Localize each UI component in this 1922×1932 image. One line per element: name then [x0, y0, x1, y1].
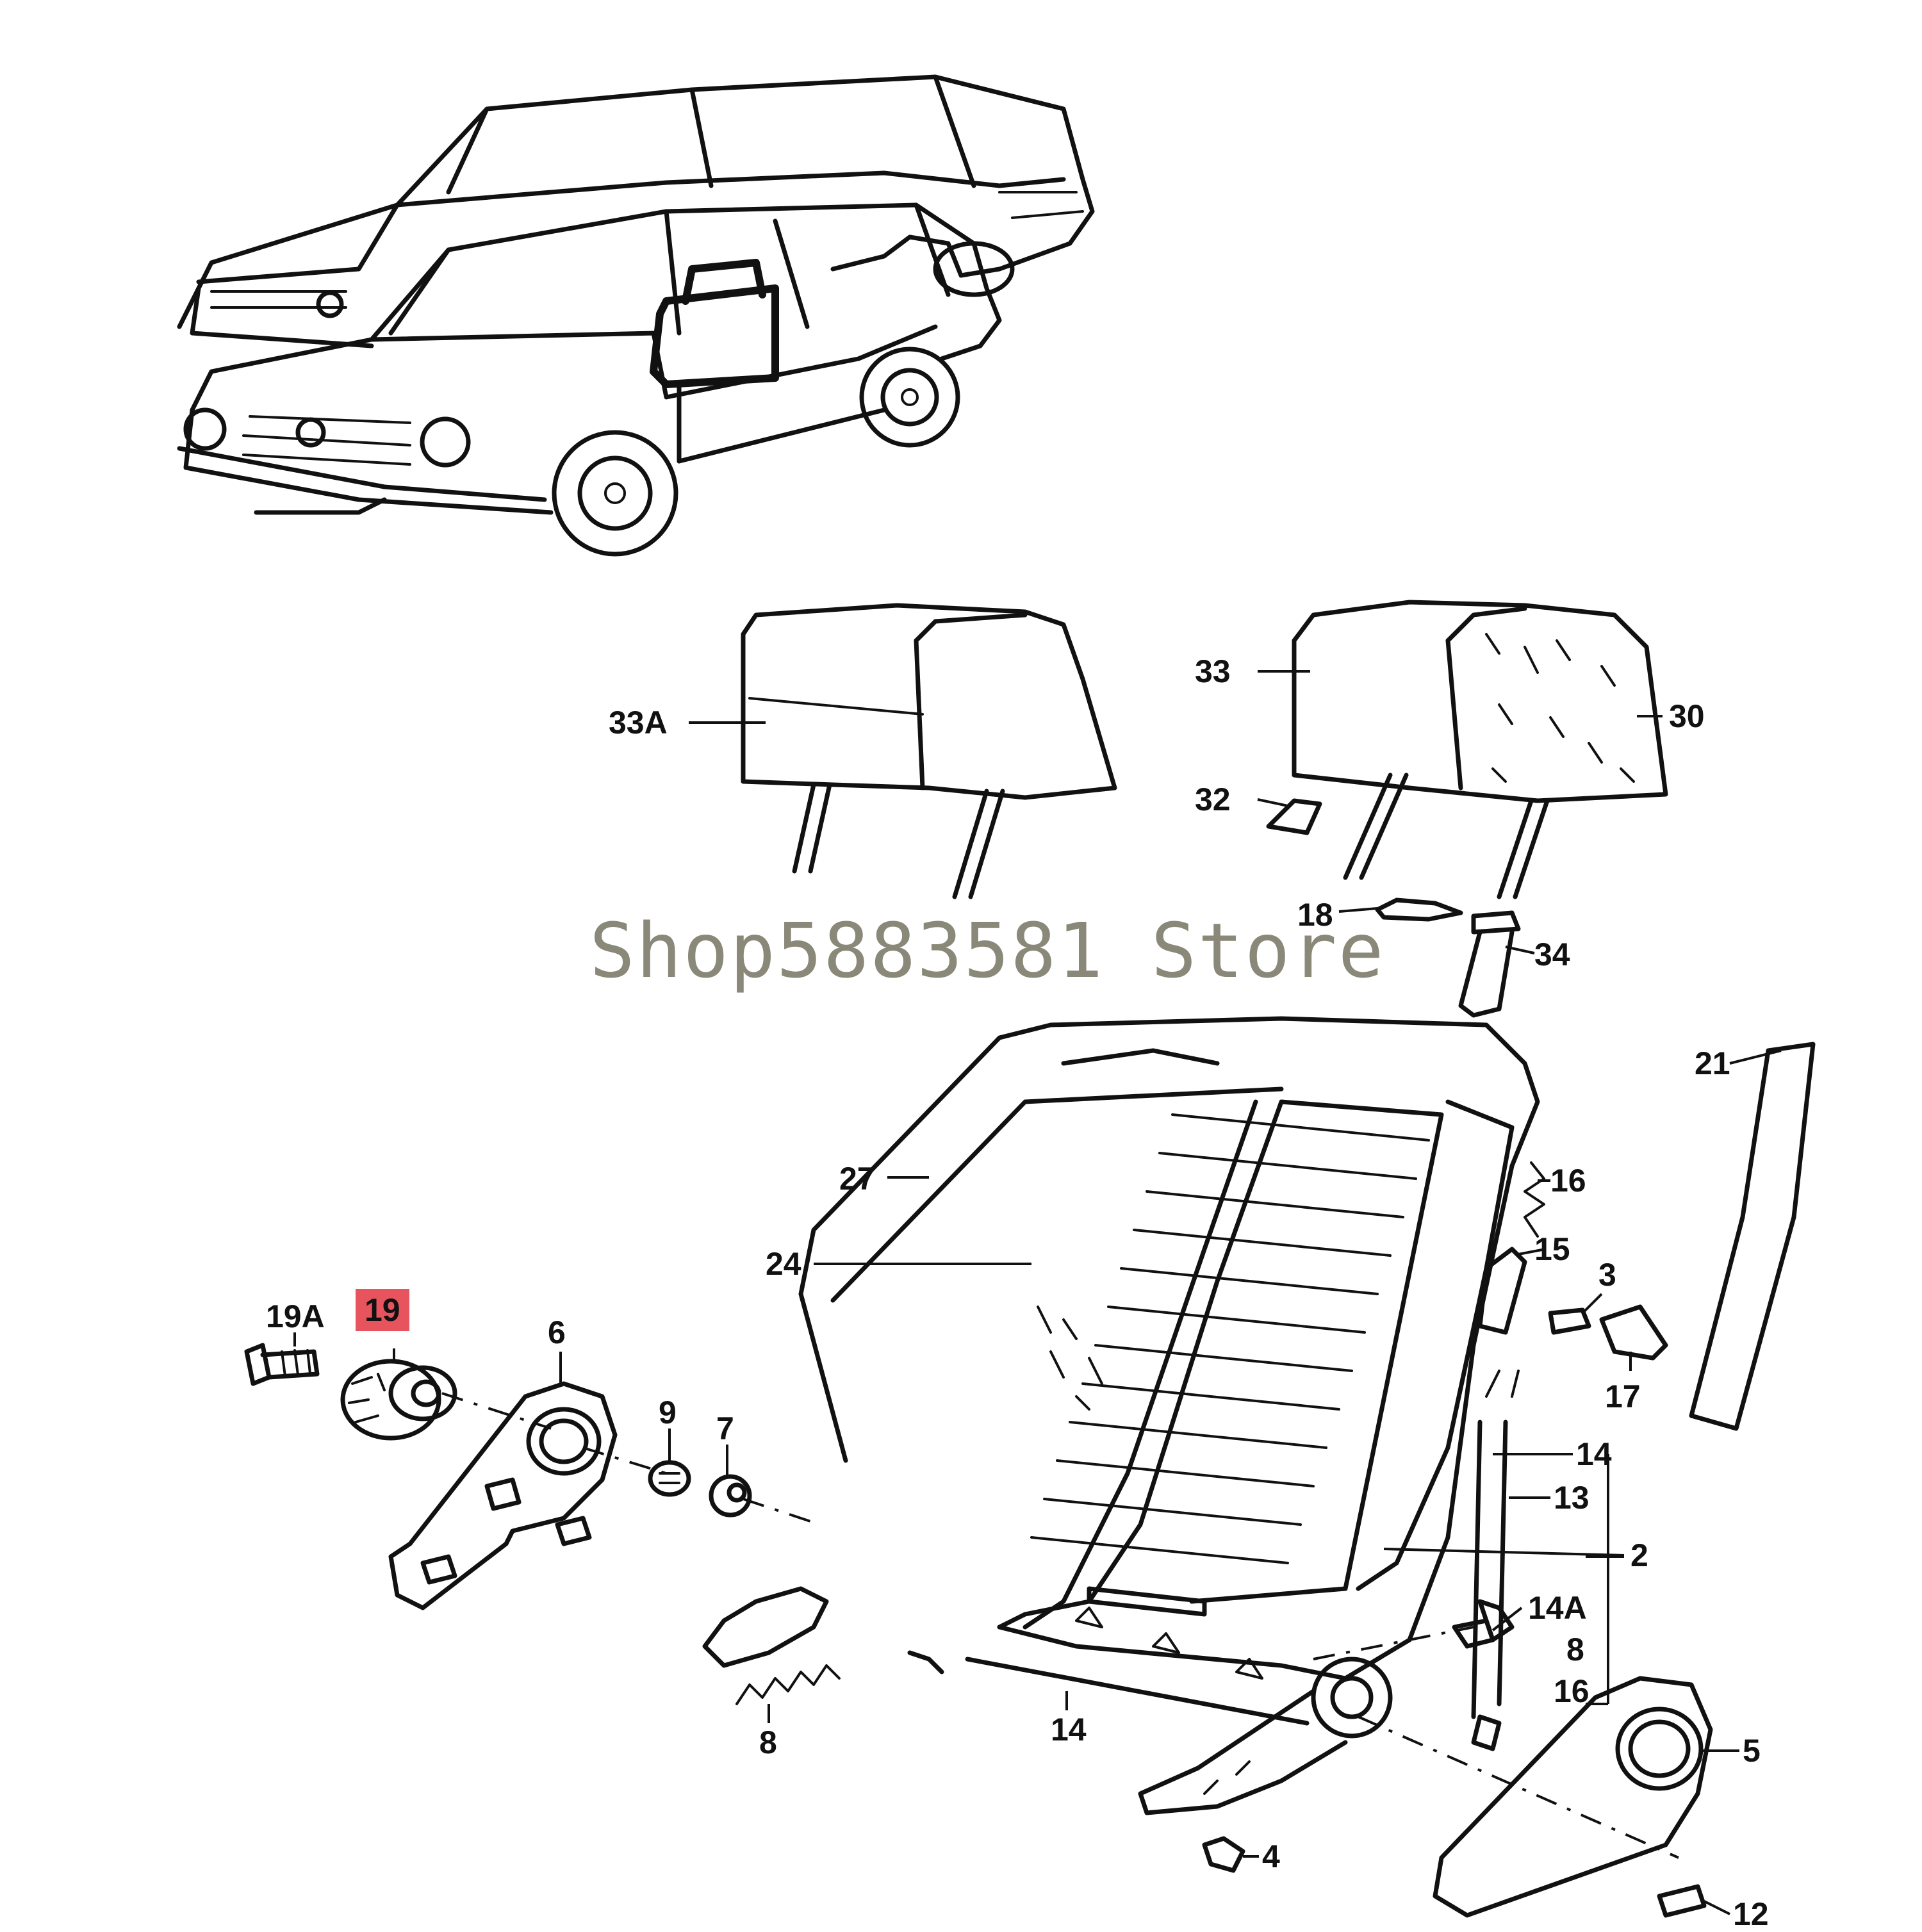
callout-14a: 14A [1528, 1590, 1587, 1626]
part-8-spring [735, 1664, 841, 1705]
lower-left-bracket [702, 1586, 829, 1668]
callout-14-right: 14 [1576, 1436, 1612, 1472]
part-9-teeth [659, 1472, 680, 1484]
callout-6: 6 [548, 1314, 566, 1350]
callout-4: 4 [1262, 1838, 1280, 1874]
callout-9: 9 [659, 1395, 677, 1430]
part-9-washer [648, 1460, 691, 1497]
callout-21: 21 [1695, 1045, 1730, 1081]
part-3-pin [1548, 1307, 1591, 1335]
callout-24: 24 [766, 1246, 801, 1282]
callout-8-lower: 8 [759, 1724, 777, 1760]
callout-8-right: 8 [1566, 1632, 1584, 1667]
callout-14-lower: 14 [1051, 1712, 1087, 1748]
part-12-pin [1657, 1884, 1707, 1918]
callout-30: 30 [1669, 698, 1705, 734]
part-15-knob [1477, 1247, 1527, 1335]
callout-2: 2 [1630, 1537, 1648, 1573]
part-5-cover-plate [1433, 1676, 1713, 1918]
release-cable [1471, 1370, 1520, 1751]
callout-34: 34 [1534, 937, 1570, 972]
sedan-illustration [177, 74, 1095, 348]
callout-32: 32 [1195, 782, 1231, 817]
callout-3: 3 [1598, 1257, 1616, 1293]
callout-7: 7 [716, 1411, 734, 1446]
callout-16-upper: 16 [1550, 1163, 1586, 1199]
callout-33a: 33A [609, 705, 668, 741]
part-32-clip [1266, 798, 1322, 835]
part-19a-bolt [244, 1343, 320, 1386]
headrest-33 [1292, 600, 1668, 899]
callout-5: 5 [1743, 1733, 1761, 1769]
part-21-trim-strip [1689, 1042, 1816, 1431]
seat-backrest [798, 1016, 1540, 1815]
hatchback-illustration [177, 202, 1002, 557]
callout-18: 18 [1297, 897, 1333, 933]
headrest-33a [741, 603, 1117, 899]
callout-15: 15 [1534, 1231, 1570, 1267]
callout-27: 27 [839, 1161, 875, 1197]
part-14-lower-cable [907, 1650, 1310, 1726]
callout-19-highlighted: 19 [356, 1289, 409, 1331]
part-17-lever [1599, 1304, 1668, 1361]
leader-lines [293, 670, 1782, 1915]
store-watermark: Shop5883581 Store [589, 906, 1385, 995]
part-6-cover-plate [388, 1381, 618, 1610]
callout-13: 13 [1554, 1480, 1589, 1516]
part-34-guide-sleeve [1458, 910, 1521, 1018]
callout-19a: 19A [266, 1298, 325, 1334]
callout-17: 17 [1605, 1379, 1641, 1414]
part-4-clip [1202, 1836, 1245, 1873]
part-16-spring [1524, 1161, 1545, 1238]
part-18-guide [1375, 897, 1463, 922]
part-7-bushing [709, 1474, 752, 1518]
part-7-bushing-hole [727, 1482, 747, 1503]
callout-12: 12 [1733, 1896, 1769, 1932]
callout-16-lower: 16 [1554, 1673, 1589, 1709]
callout-33: 33 [1195, 653, 1231, 689]
part-19-handwheel [340, 1359, 457, 1441]
part-14a-clip [1452, 1618, 1495, 1649]
